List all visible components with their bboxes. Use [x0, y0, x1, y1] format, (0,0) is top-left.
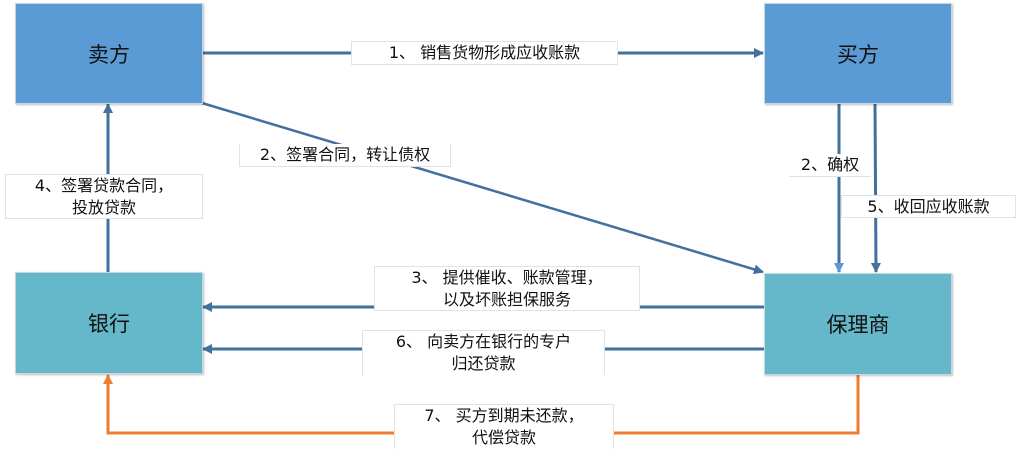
node-bank: 银行 [15, 272, 203, 374]
label-edge-1: 1、 销售货物形成应收账款 [351, 41, 618, 65]
label-edge-6-line1: 6、 向卖方在银行的专户 [395, 332, 572, 351]
node-buyer: 买方 [764, 3, 952, 104]
label-edge-6-line2: 归还贷款 [451, 354, 516, 373]
arrow-5-buyer-to-factor [870, 102, 881, 273]
label-edge-4-line2: 投放贷款 [71, 198, 136, 217]
arrow-2-seller-to-factor [201, 101, 764, 275]
label-edge-7: 7、 买方到期未还款， 代偿贷款 [394, 404, 614, 449]
node-seller: 卖方 [15, 3, 203, 104]
label-edge-4-line1: 4、签署贷款合同， [34, 176, 174, 195]
label-edge-7-line2: 代偿贷款 [471, 428, 536, 447]
label-edge-3-line2: 以及坏账担保服务 [442, 290, 571, 309]
label-edge-7-line1: 7、 买方到期未还款， [424, 406, 584, 425]
label-edge-2-contract: 2、签署合同，转让债权 [239, 144, 451, 167]
label-edge-2-confirm: 2、确权 [789, 154, 871, 177]
label-edge-3: 3、 提供催收、账款管理， 以及坏账担保服务 [374, 266, 640, 311]
node-factor: 保理商 [764, 273, 952, 375]
label-edge-5: 5、收回应收账款 [841, 195, 1016, 218]
label-edge-4: 4、签署贷款合同， 投放贷款 [5, 174, 203, 219]
label-edge-6: 6、 向卖方在银行的专户 归还贷款 [362, 330, 605, 375]
label-edge-3-line1: 3、 提供催收、账款管理， [411, 268, 603, 287]
